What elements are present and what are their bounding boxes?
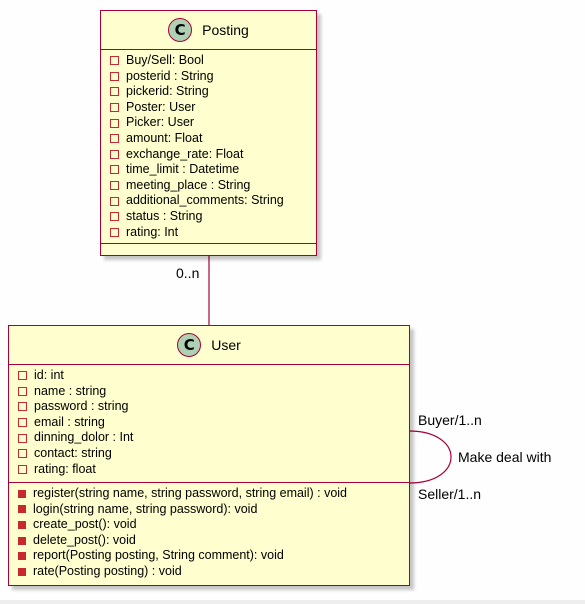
field-visibility-icon (18, 402, 27, 412)
posting-attribute-text: amount: Float (126, 130, 203, 145)
posting-attribute: rating: Int (110, 225, 316, 241)
user-methods: register(string name, string password, s… (9, 483, 409, 584)
user-attribute-text: name : string (34, 383, 107, 398)
class-stereotype-icon: C (177, 333, 202, 357)
user-class-name: User (211, 337, 241, 353)
user-attribute-text: contact: string (34, 445, 112, 460)
posting-attribute: status : String (110, 209, 316, 225)
user-method-text: login(string name, string password): voi… (33, 501, 258, 516)
posting-attribute: pickerid: String (110, 84, 316, 100)
field-visibility-icon (18, 464, 27, 474)
method-visibility-icon (18, 520, 26, 529)
posting-attribute-text: Buy/Sell: Bool (126, 53, 204, 67)
user-attribute: name : string (18, 384, 409, 400)
posting-attribute-text: exchange_rate: Float (126, 146, 244, 161)
user-method: create_post(): void (18, 517, 409, 533)
buyer-role-label: Buyer/1..n (418, 412, 482, 428)
field-visibility-icon (110, 196, 119, 206)
method-visibility-icon (18, 567, 26, 576)
field-visibility-icon (110, 56, 119, 66)
field-visibility-icon (18, 371, 27, 381)
posting-attribute: additional_comments: String (110, 193, 316, 209)
posting-attribute: time_limit : Datetime (110, 162, 316, 178)
posting-attribute: meeting_place : String (110, 178, 316, 194)
method-visibility-icon (18, 536, 26, 545)
posting-attribute-text: Poster: User (126, 99, 196, 114)
user-attribute-text: id: int (34, 368, 64, 382)
posting-attribute: posterid : String (110, 69, 316, 85)
user-attribute-text: dinning_dolor : Int (34, 430, 134, 445)
user-method-text: report(Posting posting, String comment):… (33, 548, 284, 563)
posting-attribute-text: time_limit : Datetime (126, 162, 240, 177)
user-method: report(Posting posting, String comment):… (18, 548, 409, 564)
posting-attribute-text: pickerid: String (126, 84, 209, 99)
field-visibility-icon (110, 71, 119, 81)
user-method: delete_post(): void (18, 533, 409, 549)
posting-attribute: Picker: User (110, 115, 316, 131)
posting-attribute-text: additional_comments: String (126, 193, 284, 208)
field-visibility-icon (110, 181, 119, 191)
user-self-association-line (408, 430, 452, 484)
posting-attribute: amount: Float (110, 131, 316, 147)
user-attribute: contact: string (18, 446, 409, 462)
field-visibility-icon (110, 134, 119, 144)
field-visibility-icon (110, 103, 119, 113)
user-attribute-text: password : string (34, 399, 129, 414)
posting-attribute: Buy/Sell: Bool (110, 53, 316, 69)
field-visibility-icon (110, 118, 119, 128)
user-attribute: email : string (18, 415, 409, 431)
field-visibility-icon (110, 87, 119, 97)
posting-attribute-text: rating: Int (126, 224, 179, 239)
field-visibility-icon (110, 212, 119, 222)
class-stereotype-icon: C (168, 18, 193, 42)
user-method: rate(Posting posting) : void (18, 564, 409, 580)
user-method-text: rate(Posting posting) : void (33, 563, 182, 578)
method-visibility-icon (18, 489, 26, 498)
user-method-text: register(string name, string password, s… (33, 486, 348, 500)
user-method-text: delete_post(): void (33, 532, 136, 547)
field-visibility-icon (110, 165, 119, 175)
canvas-bottom-edge (0, 600, 585, 604)
make-deal-with-label: Make deal with (458, 449, 552, 465)
user-class-header: C User (9, 326, 409, 365)
field-visibility-icon (110, 149, 119, 159)
seller-role-label: Seller/1..n (418, 486, 482, 502)
method-visibility-icon (18, 505, 26, 514)
user-attribute: id: int (18, 368, 409, 384)
posting-attribute: exchange_rate: Float (110, 147, 316, 163)
user-attribute: password : string (18, 399, 409, 415)
posting-attribute: Poster: User (110, 100, 316, 116)
posting-class-header: C Posting (101, 11, 316, 50)
posting-attribute-text: Picker: User (126, 115, 195, 130)
posting-attribute-text: status : String (126, 208, 203, 223)
field-visibility-icon (18, 418, 27, 428)
field-visibility-icon (110, 227, 119, 237)
posting-methods (101, 244, 316, 253)
user-method-text: create_post(): void (33, 517, 137, 532)
method-visibility-icon (18, 552, 26, 561)
field-visibility-icon (18, 449, 27, 459)
posting-attribute-text: posterid : String (126, 68, 214, 83)
posting-user-multiplicity-label: 0..n (176, 265, 200, 281)
user-attribute: rating: float (18, 462, 409, 478)
user-method: login(string name, string password): voi… (18, 502, 409, 518)
field-visibility-icon (18, 433, 27, 443)
user-attribute-text: email : string (34, 414, 105, 429)
field-visibility-icon (18, 386, 27, 396)
user-method: register(string name, string password, s… (18, 486, 409, 502)
user-attribute: dinning_dolor : Int (18, 430, 409, 446)
posting-class-name: Posting (202, 22, 249, 38)
posting-attribute-text: meeting_place : String (126, 177, 251, 192)
user-attribute-text: rating: float (34, 461, 96, 476)
